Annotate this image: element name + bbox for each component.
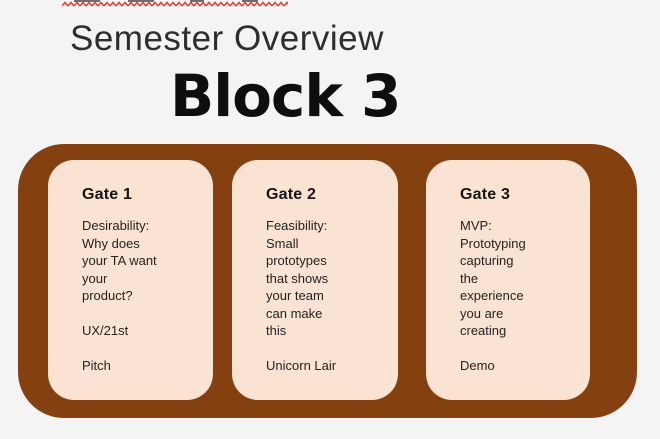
gate-1-deliverable-1[interactable]: UX/21st xyxy=(82,323,129,338)
gate-2-deliverable-1[interactable]: Unicorn Lair xyxy=(266,358,337,373)
block-title[interactable]: Block 3 xyxy=(170,62,401,130)
semester-overview-subtitle[interactable]: Semester Overview xyxy=(70,19,384,58)
gate-1-description[interactable]: Desirability: Why does your TA want your… xyxy=(82,218,157,303)
gate-2-title[interactable]: Gate 2 xyxy=(266,186,317,203)
gate-2-description[interactable]: Feasibility: Small prototypes that shows… xyxy=(266,218,329,338)
gate-1-card[interactable]: Gate 1 Desirability: Why does your TA wa… xyxy=(48,160,213,400)
gate-1-title[interactable]: Gate 1 xyxy=(82,186,133,203)
gate-3-description[interactable]: MVP: Prototyping capturing the experienc… xyxy=(460,218,526,338)
gate-3-deliverable-1[interactable]: Demo xyxy=(460,358,495,373)
gate-1-deliverable-2[interactable]: Pitch xyxy=(82,358,111,373)
gate-3-title[interactable]: Gate 3 xyxy=(460,186,511,203)
gate-2-card[interactable]: Gate 2 Feasibility: Small prototypes tha… xyxy=(232,160,398,400)
cutoff-text-spellcheck-squiggle-icon xyxy=(62,0,288,8)
gate-3-card[interactable]: Gate 3 MVP: Prototyping capturing the ex… xyxy=(426,160,590,400)
